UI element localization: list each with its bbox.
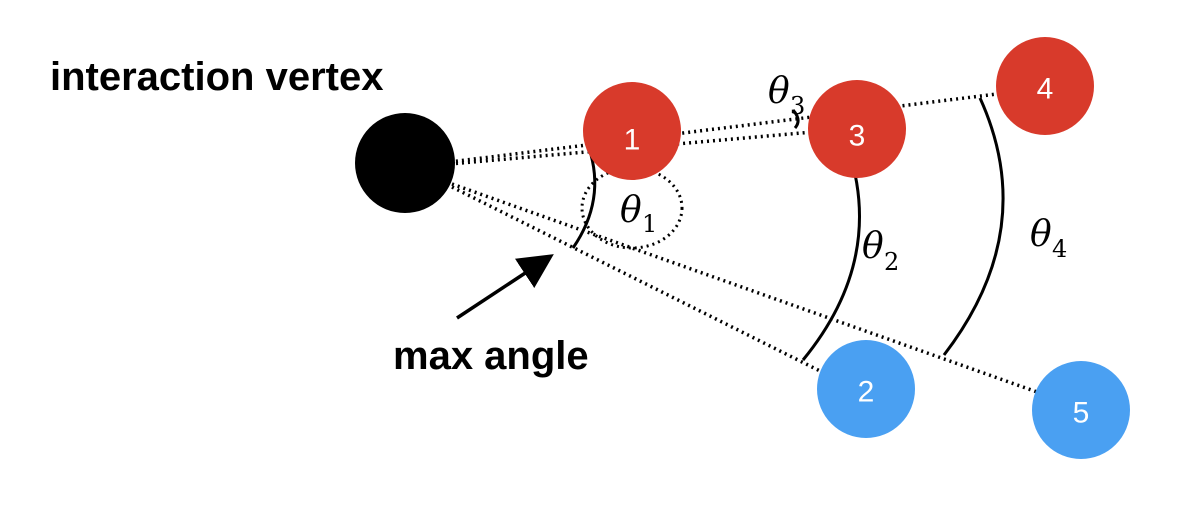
track-line-to-4 <box>449 86 1046 164</box>
particle-node-1: 1 <box>583 82 681 180</box>
particle-node-1-label: 1 <box>624 124 641 157</box>
particle-node-1-circle <box>583 82 681 180</box>
particle-node-5-circle <box>1032 361 1130 459</box>
theta1-label: θ 1 <box>620 190 657 238</box>
particle-node-5: 5 <box>1032 361 1130 459</box>
particle-node-5-label: 5 <box>1073 397 1090 430</box>
theta4-label: θ 4 <box>1030 214 1067 263</box>
theta3-subscript: 3 <box>790 92 805 120</box>
theta2-arc <box>801 147 862 361</box>
particle-node-4-circle <box>996 37 1094 135</box>
interaction-vertex-label: interaction vertex <box>50 55 383 99</box>
theta2-subscript: 2 <box>884 248 899 276</box>
theta2-label: θ 2 <box>862 226 899 276</box>
theta3-label: θ 3 <box>768 71 805 120</box>
theta4-symbol: θ <box>1030 214 1052 255</box>
theta3-symbol: θ <box>768 71 790 112</box>
theta4-arc <box>942 97 1005 356</box>
particle-node-2: 2 <box>817 340 915 438</box>
theta2-symbol: θ <box>862 226 884 267</box>
particle-node-2-circle <box>817 340 915 438</box>
particle-node-3: 3 <box>808 80 906 178</box>
theta4-subscript: 4 <box>1052 235 1067 263</box>
interaction-vertex <box>355 113 455 213</box>
max-angle-arrow <box>456 254 554 320</box>
particle-node-4: 4 <box>996 37 1094 135</box>
particle-node-4-label: 4 <box>1037 73 1054 106</box>
theta3-arc <box>791 108 800 129</box>
track-line-to-2 <box>451 185 863 394</box>
particle-node-3-circle <box>808 80 906 178</box>
theta1-subscript: 1 <box>642 210 657 238</box>
particle-node-2-label: 2 <box>858 376 875 409</box>
particle-node-3-label: 3 <box>849 120 866 153</box>
max-angle-highlight <box>580 166 684 250</box>
theta1-symbol: θ <box>620 190 642 231</box>
max-angle-label: max angle <box>393 334 589 378</box>
